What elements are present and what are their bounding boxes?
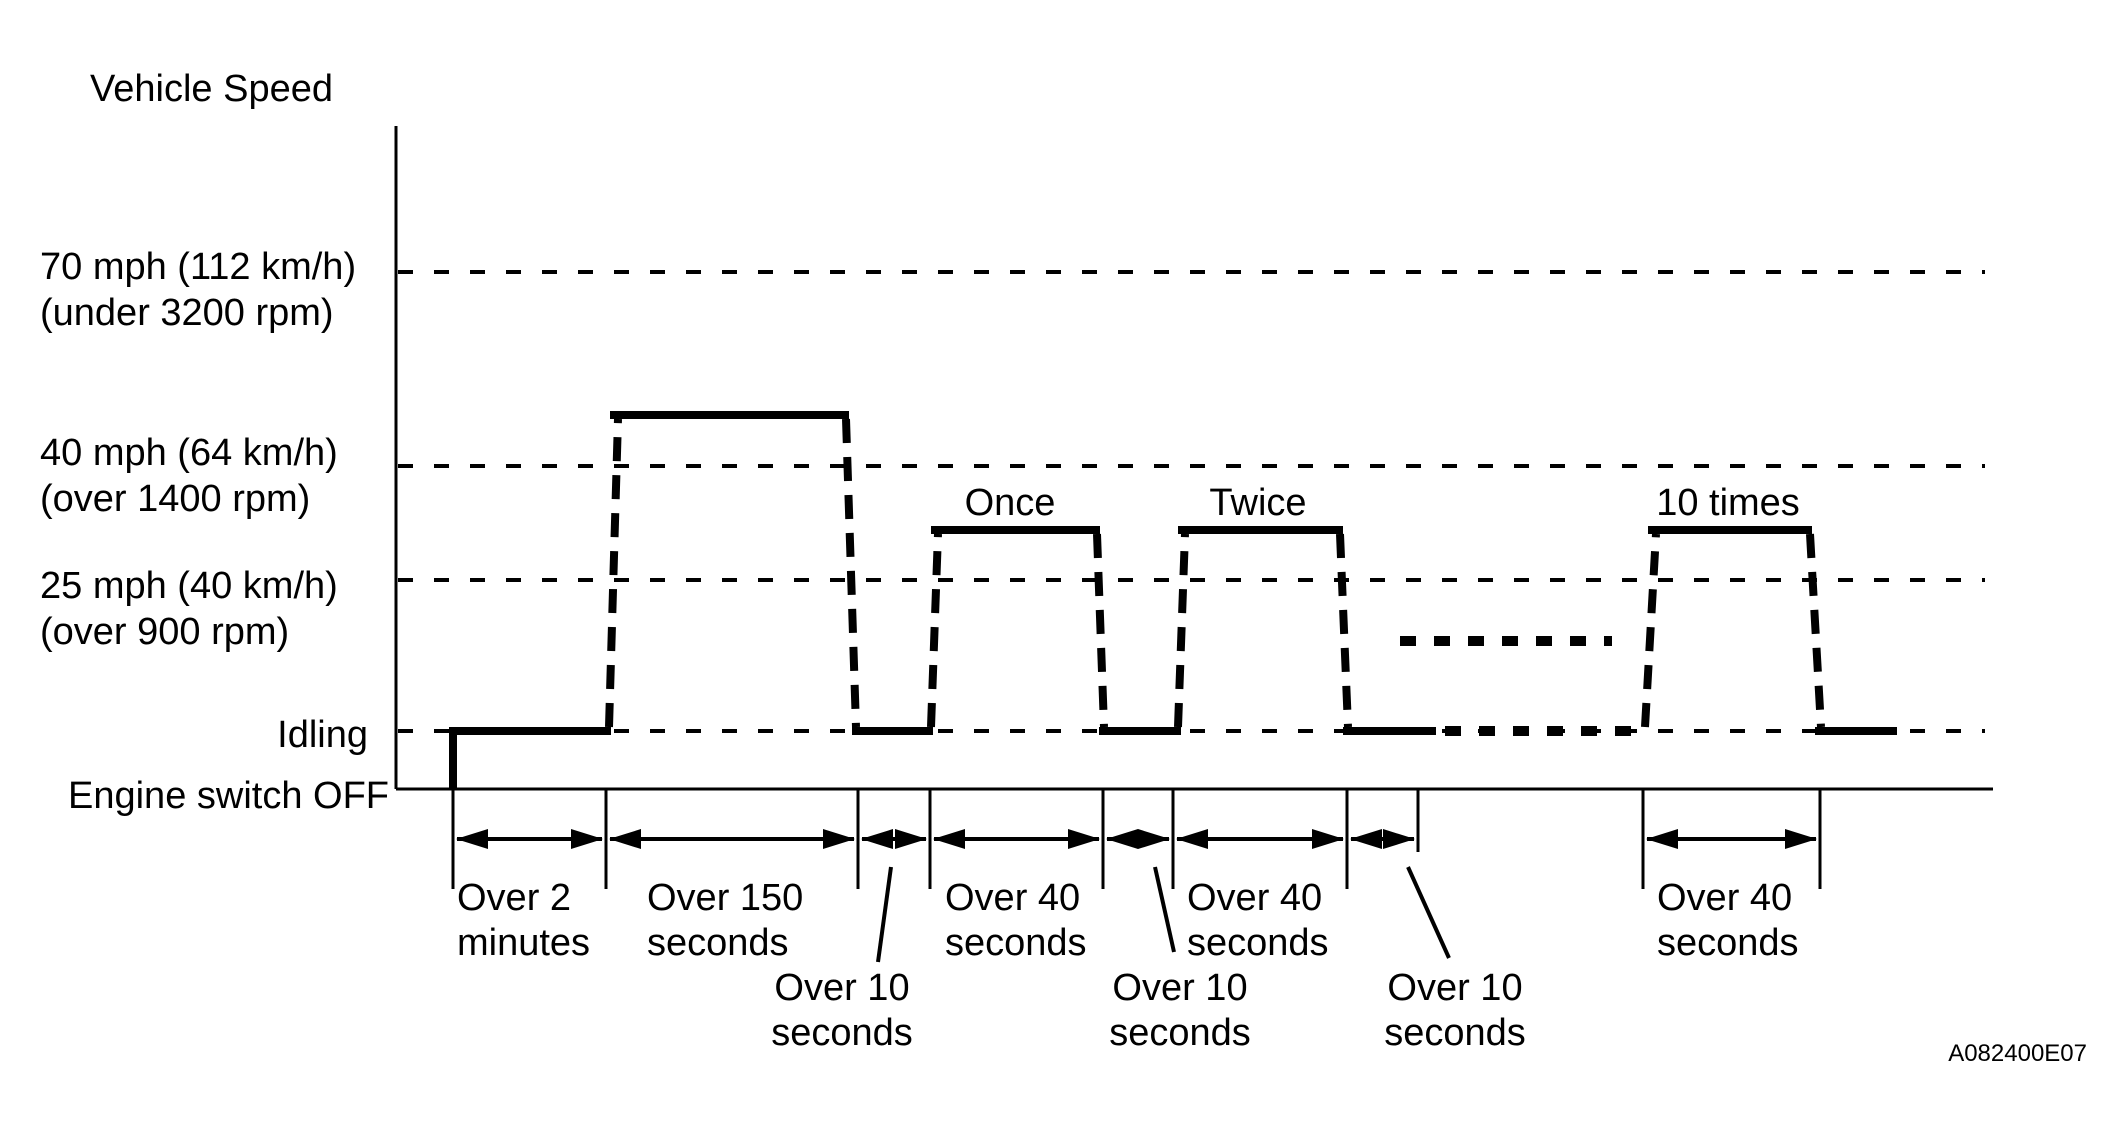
pulse-label-once: Once <box>964 482 1056 524</box>
duration-line: seconds <box>1187 922 1329 964</box>
trace-accel-twice <box>1174 533 1189 728</box>
dim-over-40-seconds-1-arrowhead-left <box>933 829 965 849</box>
dim-over-40-seconds-2-arrowhead-right <box>1312 829 1344 849</box>
speed-25-line1: 25 mph (40 km/h) <box>40 565 338 607</box>
dim-over-2-minutes-arrowhead-right <box>571 829 603 849</box>
duration-label-over-2-minutes: Over 2 minutes <box>457 876 590 966</box>
duration-line: Over 10 <box>1112 967 1248 1009</box>
leader-line <box>1153 866 1176 953</box>
idling-label: Idling <box>277 714 368 756</box>
duration-line: seconds <box>1657 922 1799 964</box>
speed-25-line2: (over 900 rpm) <box>40 611 290 653</box>
duration-label-over-10-seconds-1: Over 10 seconds <box>692 966 992 1056</box>
dim-over-10-seconds-1-arrowhead-left <box>861 829 893 849</box>
duration-line: Over 2 <box>457 877 572 919</box>
duration-line: Over 40 <box>1657 877 1793 919</box>
speed-70-line2: (under 3200 rpm) <box>40 292 334 334</box>
dim-over-10-seconds-1-arrowhead-right <box>895 829 927 849</box>
duration-label-over-10-seconds-3: Over 10 seconds <box>1305 966 1605 1056</box>
engine-switch-off-label: Engine switch OFF <box>68 775 389 817</box>
trace-accel-10times <box>1641 533 1660 728</box>
dim-over-40-seconds-3-arrowhead-right <box>1785 829 1817 849</box>
dim-over-10-seconds-2-arrowhead-left <box>1106 829 1138 849</box>
duration-line: seconds <box>945 922 1087 964</box>
dim-over-10-seconds-2-arrowhead-right <box>1138 829 1170 849</box>
dim-over-40-seconds-1-arrowhead-right <box>1068 829 1100 849</box>
duration-label-over-40-seconds-3: Over 40 seconds <box>1657 876 1799 966</box>
figure-code: A082400E07 <box>1948 1040 2087 1067</box>
speed-40-line1: 40 mph (64 km/h) <box>40 432 338 474</box>
dim-over-10-seconds-3-arrowhead-right <box>1383 829 1415 849</box>
duration-line: Over 40 <box>945 877 1081 919</box>
dim-over-10-seconds-3-arrowhead-left <box>1350 829 1382 849</box>
duration-line: Over 40 <box>1187 877 1323 919</box>
trace-decel-once <box>1093 533 1108 728</box>
duration-label-over-40-seconds-1: Over 40 seconds <box>945 876 1087 966</box>
duration-line: seconds <box>647 922 789 964</box>
duration-line: minutes <box>457 922 591 964</box>
y-axis-title: Vehicle Speed <box>90 68 333 110</box>
duration-line: Over 10 <box>774 967 910 1009</box>
leader-line <box>876 866 893 963</box>
trace-accel-to-peak <box>605 418 622 728</box>
speed-level-label-70mph: 70 mph (112 km/h) (under 3200 rpm) <box>40 244 356 336</box>
duration-line: seconds <box>771 1012 913 1054</box>
dim-over-40-seconds-2-arrowhead-left <box>1176 829 1208 849</box>
speed-70-line1: 70 mph (112 km/h) <box>40 246 357 288</box>
duration-line: seconds <box>1109 1012 1251 1054</box>
leader-line <box>1406 866 1451 959</box>
duration-line: Over 10 <box>1387 967 1523 1009</box>
trace-decel-10times <box>1806 533 1825 728</box>
trace-decel-twice <box>1336 533 1352 728</box>
duration-line: seconds <box>1384 1012 1526 1054</box>
duration-label-over-10-seconds-2: Over 10 seconds <box>1030 966 1330 1056</box>
speed-level-label-40mph: 40 mph (64 km/h) (over 1400 rpm) <box>40 430 338 522</box>
dim-over-40-seconds-3-arrowhead-left <box>1646 829 1678 849</box>
speed-level-label-25mph: 25 mph (40 km/h) (over 900 rpm) <box>40 563 338 655</box>
speed-40-line2: (over 1400 rpm) <box>40 478 311 520</box>
pulse-label-10-times: 10 times <box>1656 482 1800 524</box>
trace-decel-from-peak <box>842 418 860 728</box>
pulse-label-twice: Twice <box>1209 482 1307 524</box>
duration-label-over-40-seconds-2: Over 40 seconds <box>1187 876 1329 966</box>
duration-line: Over 150 <box>647 877 804 919</box>
duration-label-over-150-seconds: Over 150 seconds <box>647 876 803 966</box>
dim-over-150-seconds-arrowhead-right <box>823 829 855 849</box>
dim-over-150-seconds-arrowhead-left <box>609 829 641 849</box>
trace-accel-once <box>927 533 942 728</box>
dim-over-2-minutes-arrowhead-left <box>456 829 488 849</box>
